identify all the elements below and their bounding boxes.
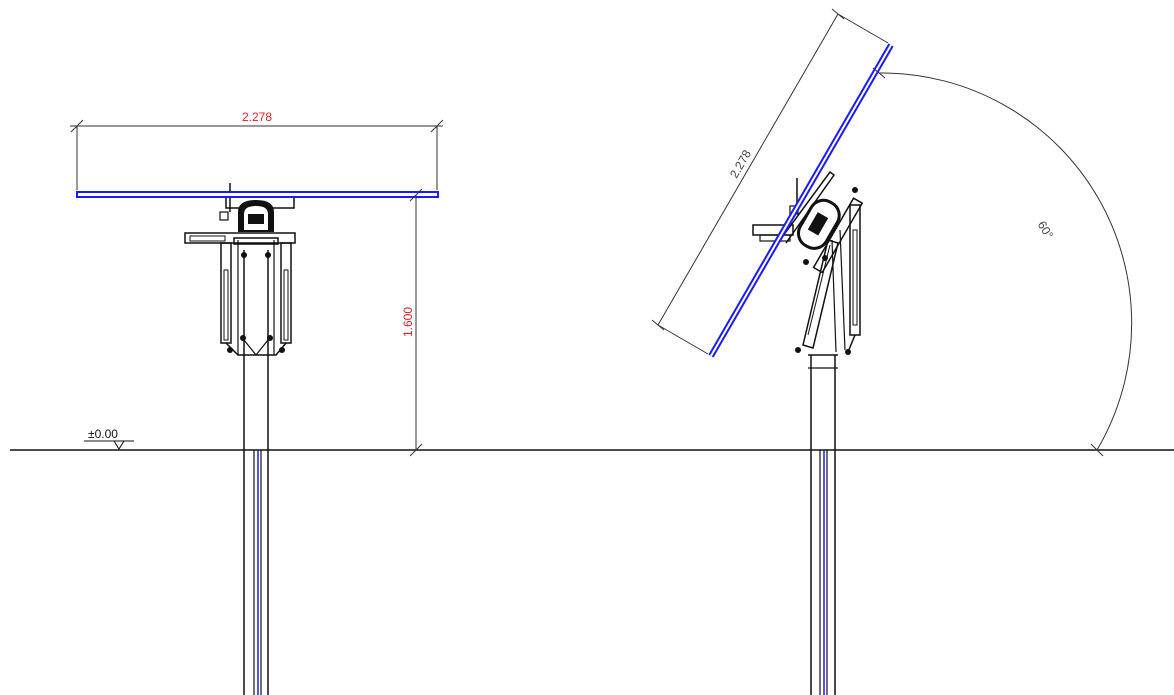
flat-tracker-head — [184, 183, 296, 245]
flat-panel-width-dimension: 2.278 — [70, 110, 444, 190]
tilt-angle-label: 60° — [1035, 218, 1057, 241]
tilted-tracker-panel — [708, 43, 894, 358]
ground-level-marker: ±0.00 — [84, 427, 134, 450]
tilted-tracker-actuators — [795, 187, 861, 355]
tilted-tracker-head — [796, 197, 864, 274]
tilted-tracker-pole — [808, 354, 838, 695]
flat-tracker-pole — [243, 250, 269, 695]
tilted-tracker-bracket — [752, 170, 836, 244]
tilted-panel-width-label: 2.278 — [727, 147, 754, 180]
ground-level-label: ±0.00 — [88, 427, 118, 441]
tilt-angle-dimension: 60° — [872, 67, 1133, 457]
flat-tracker-actuators — [220, 240, 292, 356]
flat-height-dimension: 1.600 — [401, 188, 423, 457]
tilted-tracker: 2.278 60° — [651, 8, 1133, 695]
flat-tracker-panel — [76, 191, 439, 198]
flat-panel-width-label: 2.278 — [242, 110, 272, 124]
flat-tracker: 2.278 1.600 — [70, 110, 444, 695]
flat-height-label: 1.600 — [401, 307, 415, 337]
